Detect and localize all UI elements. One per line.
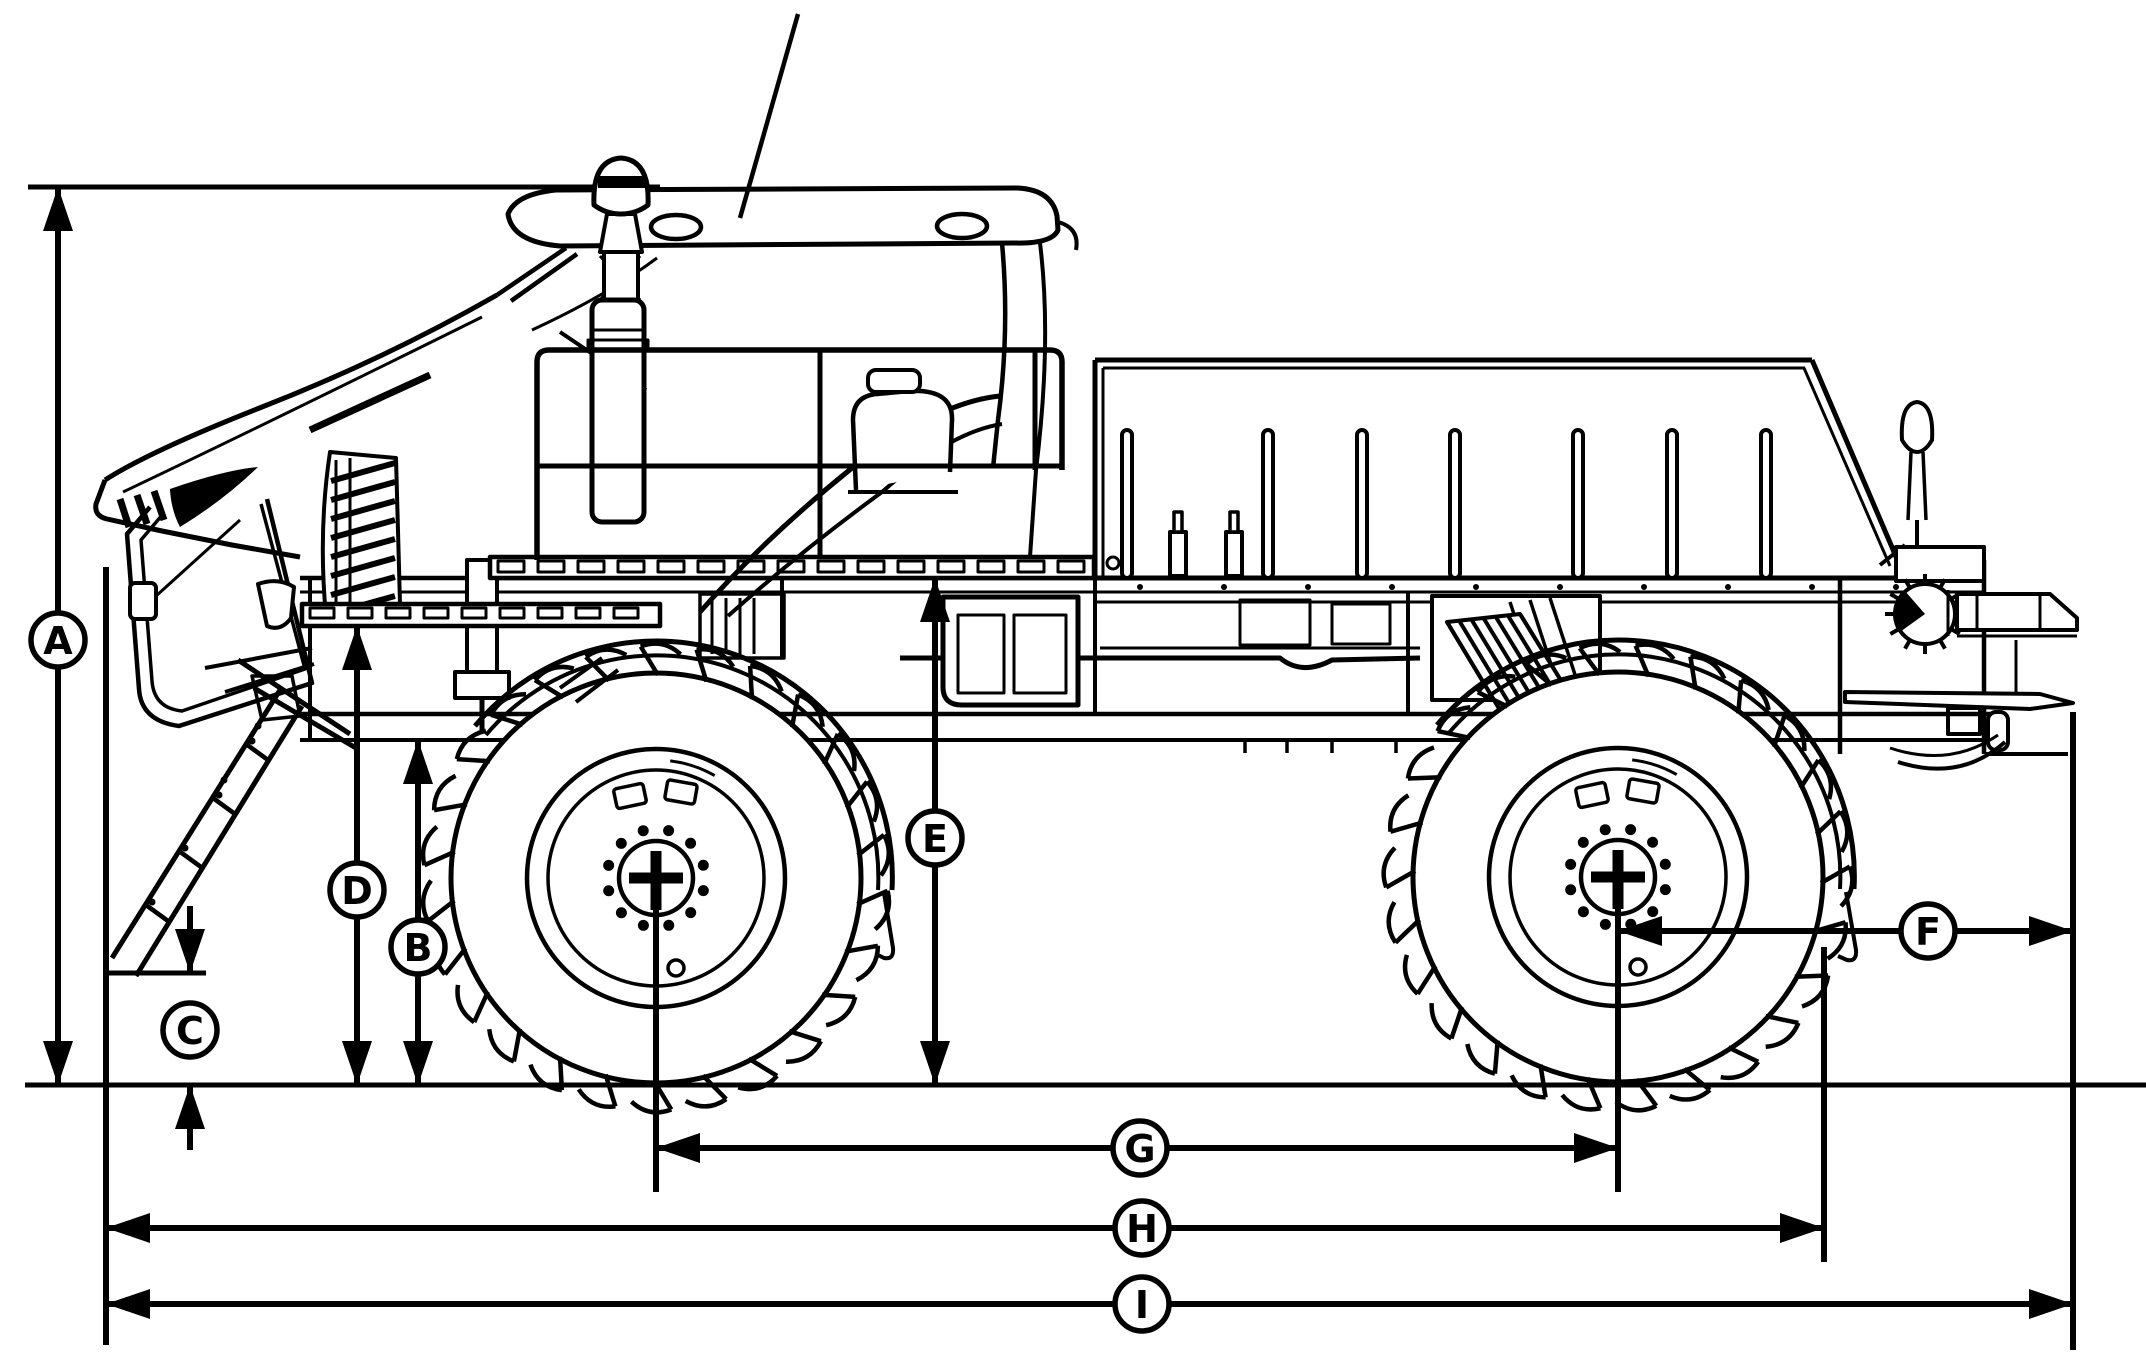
dimension-F: F: [1618, 901, 2073, 961]
dimension-label-H: H: [1126, 1207, 1158, 1251]
arrowhead: [342, 1041, 372, 1085]
arrowhead: [106, 1213, 150, 1243]
dimension-label-C: C: [176, 1009, 204, 1053]
operator-seat: [850, 388, 955, 491]
tire-tread: [1381, 641, 1855, 1113]
arrowhead: [175, 929, 205, 973]
hopper-stake: [1261, 428, 1275, 580]
hopper: [1092, 357, 1985, 590]
toolbox: [940, 594, 1081, 708]
cab-rear-pillar: [1028, 242, 1048, 558]
hopper-stake: [1665, 428, 1679, 580]
dimension-H: H: [106, 1198, 1824, 1258]
dimension-D: D: [327, 626, 387, 1085]
arrowhead: [403, 740, 433, 784]
hydraulic-dampers: [1168, 510, 1244, 578]
dimension-label-E: E: [922, 817, 948, 861]
rear-spreader: [1843, 574, 2079, 771]
front-ladder: [109, 688, 305, 978]
far-side-wheel: [320, 450, 402, 618]
ladder-step: [177, 849, 203, 869]
muffler: [589, 297, 647, 525]
hopper-stake: [1571, 428, 1585, 580]
arrowhead: [175, 1085, 205, 1129]
beacon-stalk: [598, 212, 644, 254]
ladder-step: [211, 796, 237, 816]
dimension-label-B: B: [404, 926, 433, 970]
dimension-label-G: G: [1124, 1127, 1155, 1171]
platform-railings: [534, 347, 1065, 560]
arrowhead: [43, 187, 73, 231]
roof-lamp-front: [648, 212, 704, 242]
mirror: [128, 581, 158, 621]
trailing-arm: [900, 655, 1421, 670]
dimension-label-F: F: [1915, 910, 1941, 954]
rear-beacon-light: [1878, 400, 1986, 583]
dimension-I: I: [106, 1274, 2073, 1334]
reference-lines: [25, 184, 2146, 1350]
roof-lamp-rear: [934, 211, 990, 241]
hopper-rear-slope: [1809, 359, 1903, 567]
hood: [93, 292, 499, 560]
dimension-A: A: [28, 187, 88, 1085]
rear-tray: [1955, 592, 2079, 632]
spreading-disc: [1843, 690, 2075, 711]
antenna: [737, 13, 801, 219]
arrowhead: [656, 1133, 700, 1163]
rear-fender: [1435, 637, 1859, 963]
arrowhead: [2029, 916, 2073, 946]
dimension-label-I: I: [1135, 1283, 1149, 1327]
arrowhead: [2029, 1289, 2073, 1319]
arrowhead: [1780, 1213, 1824, 1243]
hood-accent: [170, 467, 258, 527]
dimensions: A D B C E F: [28, 187, 2073, 1334]
dimension-E: E: [905, 578, 965, 1085]
arrowhead: [106, 1289, 150, 1319]
arrowhead: [403, 1041, 433, 1085]
front-bumper-loop: [124, 498, 315, 729]
exhaust-pipe: [602, 250, 640, 302]
platform-deck: [299, 554, 1097, 629]
hopper-stake: [1448, 428, 1462, 580]
ladder-step: [244, 742, 270, 762]
cab: [495, 13, 1079, 618]
arrowhead: [920, 578, 950, 622]
dimension-label-D: D: [341, 869, 373, 913]
front-fender: [473, 638, 896, 961]
dimension-label-A: A: [43, 619, 73, 663]
arrowhead: [920, 1041, 950, 1085]
hopper-stake: [1120, 428, 1134, 580]
arrowhead: [43, 1041, 73, 1085]
arrowhead: [1574, 1133, 1618, 1163]
dimension-B: B: [388, 740, 448, 1085]
shield-plate: [256, 579, 296, 630]
ladder-step: [144, 903, 170, 923]
a-pillar: [495, 246, 579, 303]
arrowhead: [1618, 916, 1662, 946]
hopper-stake: [1759, 428, 1773, 580]
arrowhead: [342, 626, 372, 670]
dimension-G: G: [656, 1118, 1618, 1178]
dimension-arrowheads: [43, 187, 2073, 1319]
axle-drop-lines: [653, 895, 1621, 1192]
vehicle-drawing: [93, 13, 2079, 1115]
hopper-stake: [1355, 428, 1369, 580]
cab-support-cylinder: [453, 558, 511, 733]
